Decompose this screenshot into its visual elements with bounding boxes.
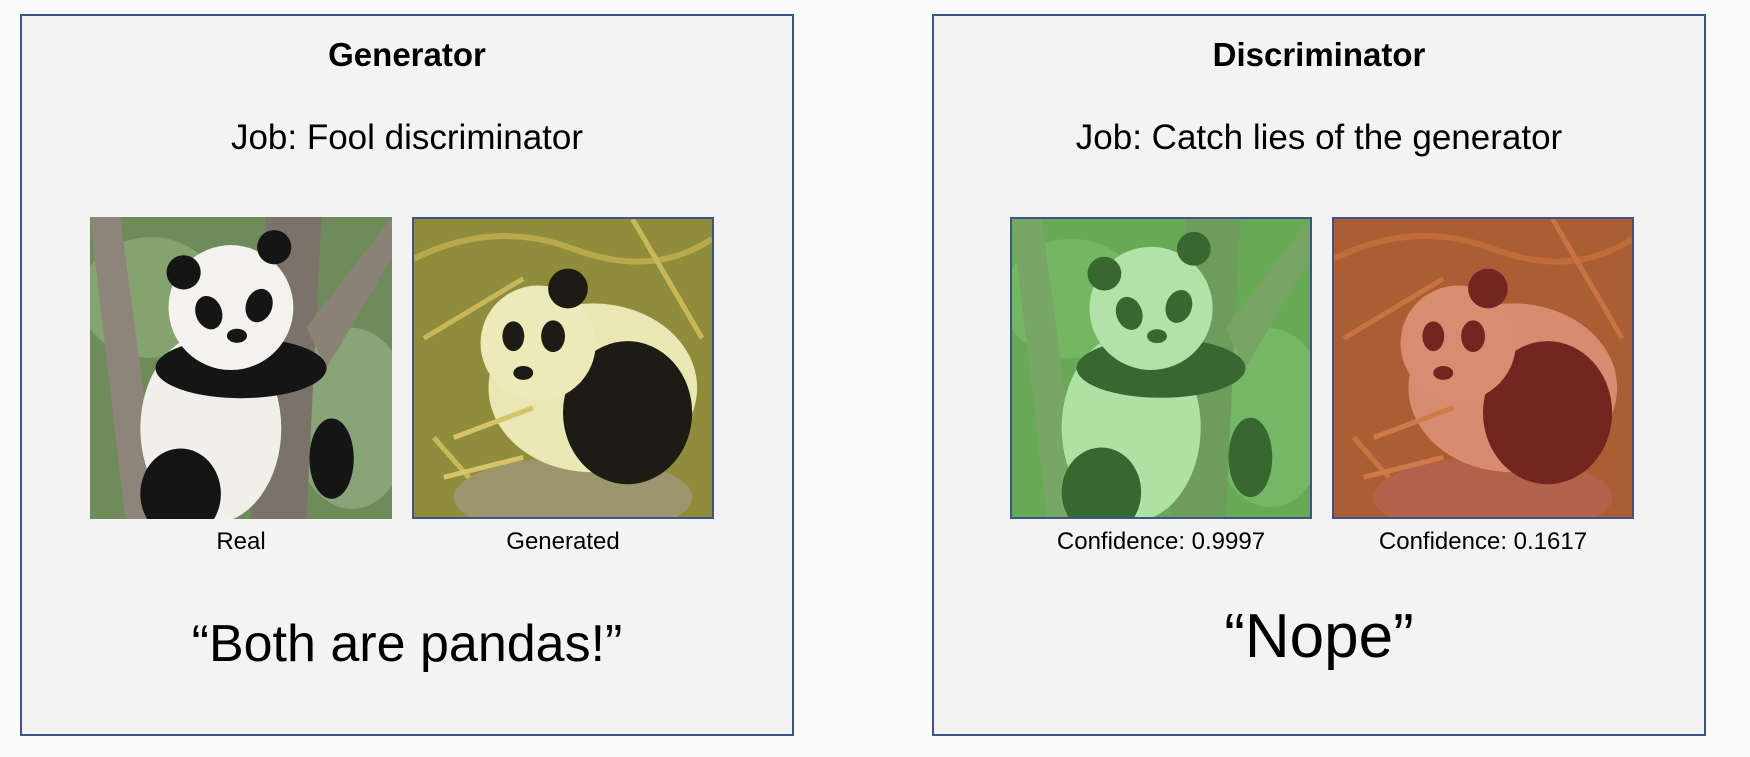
generator-title: Generator — [328, 36, 486, 73]
panda-in-tree-image — [1012, 219, 1310, 517]
confidence-generated-caption: Confidence: 0.1617 — [1378, 528, 1588, 555]
generator-panel: Generator Job: Fool discriminator Real — [20, 14, 794, 736]
generator-job-text: Job: Fool discriminator — [230, 118, 584, 157]
generated-caption: Generated — [506, 528, 620, 555]
panda-in-tree-image — [90, 217, 392, 519]
discriminator-quote: “Nope” — [1224, 602, 1414, 671]
real-caption: Real — [216, 528, 266, 555]
generator-quote: “Both are pandas!” — [191, 615, 623, 673]
discriminator-panel: Discriminator Job: Catch lies of the gen… — [932, 14, 1706, 736]
discriminator-title: Discriminator — [1212, 36, 1426, 73]
green-tint-overlay — [1012, 219, 1310, 517]
confidence-real-caption: Confidence: 0.9997 — [1056, 528, 1266, 555]
generated-panda-image — [412, 217, 714, 519]
rejected-generated-image — [1332, 217, 1634, 519]
panda-sitting-image — [414, 219, 712, 517]
real-panda-image — [90, 217, 392, 519]
red-tint-overlay — [1334, 219, 1632, 517]
confident-real-image — [1010, 217, 1312, 519]
panda-sitting-image — [1334, 219, 1632, 517]
discriminator-job-text: Job: Catch lies of the generator — [1075, 118, 1563, 157]
